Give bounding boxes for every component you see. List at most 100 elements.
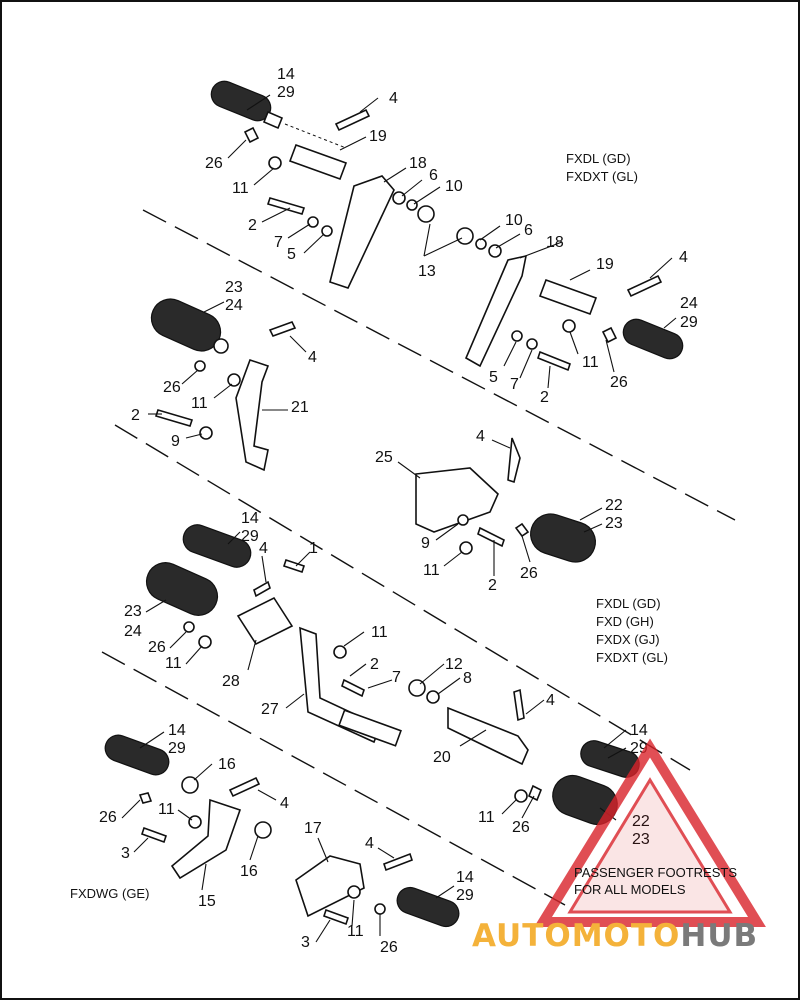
footpeg-assembly-section2-right xyxy=(415,437,596,563)
callout-number: 26 xyxy=(163,379,181,396)
model-label: FXDL (GD) xyxy=(566,151,631,166)
callout-number: 13 xyxy=(418,263,436,280)
callout-number: 22 xyxy=(632,813,650,830)
callout-number: 2 xyxy=(540,389,549,406)
callout-number: 4 xyxy=(365,835,374,852)
triangle-logo-outer xyxy=(534,738,766,927)
callout-number: 2 xyxy=(488,577,497,594)
bolt-part xyxy=(341,678,365,698)
callout-number: 16 xyxy=(240,863,258,880)
callout-number: 29 xyxy=(277,84,295,101)
callout-number: 25 xyxy=(375,449,393,466)
footpeg-part xyxy=(396,886,460,928)
triangle-logo-inner xyxy=(567,777,733,914)
callout-number: 2 xyxy=(370,656,379,673)
washer-part xyxy=(488,244,502,258)
clip-part xyxy=(601,326,618,344)
model-label: FXD (GH) xyxy=(596,614,654,629)
nut-part xyxy=(459,541,473,555)
callout-number: 14 xyxy=(241,510,259,527)
section-divider xyxy=(114,424,691,771)
callout-number: 26 xyxy=(99,809,117,826)
clip-part xyxy=(183,621,195,633)
callout-number: 26 xyxy=(520,565,538,582)
bolt-part xyxy=(140,826,168,844)
footpeg-assembly-section4 xyxy=(104,734,460,928)
callout-number: 24 xyxy=(225,297,243,314)
model-label: FXDWG (GE) xyxy=(70,886,149,901)
callout-numbers: 14 29 4 19 18 6 10 26 11 2 7 5 13 10 6 1… xyxy=(99,66,698,956)
clip-part xyxy=(374,903,386,915)
bolt-part xyxy=(537,350,571,372)
watermark-part-2: HUB xyxy=(680,918,758,954)
callout-number: 29 xyxy=(680,314,698,331)
footpeg-part xyxy=(622,318,684,360)
callout-number: 24 xyxy=(124,623,142,640)
caption-line-1: PASSENGER FOOTRESTS xyxy=(574,865,737,880)
callout-number: 4 xyxy=(308,349,317,366)
callout-number: 23 xyxy=(225,279,243,296)
washer-part xyxy=(199,426,213,440)
footpeg-part xyxy=(145,562,219,616)
model-label: FXDXT (GL) xyxy=(566,169,638,184)
callout-number: 8 xyxy=(463,670,472,687)
callout-number: 4 xyxy=(476,428,485,445)
callout-number: 26 xyxy=(380,939,398,956)
callout-number: 26 xyxy=(148,639,166,656)
bracket-part xyxy=(236,596,294,646)
callout-number: 7 xyxy=(510,376,519,393)
footpeg-part xyxy=(182,524,252,568)
pivot-part xyxy=(181,776,199,794)
callout-number: 19 xyxy=(369,128,387,145)
bolt-part xyxy=(626,274,663,298)
callout-number: 7 xyxy=(274,234,283,251)
nut-part xyxy=(198,635,212,649)
callout-number: 3 xyxy=(301,934,310,951)
washer-part xyxy=(426,690,440,704)
washer-part xyxy=(526,338,538,350)
nut-part xyxy=(347,885,361,899)
callout-number: 4 xyxy=(259,540,268,557)
clip-part xyxy=(514,522,530,538)
mount-block xyxy=(288,143,348,181)
clip-part xyxy=(243,126,260,144)
shaft-part xyxy=(338,709,402,747)
footpeg-clevis xyxy=(262,110,284,130)
bolt-part xyxy=(322,908,350,926)
bolt-part xyxy=(513,688,525,722)
callout-number: 19 xyxy=(596,256,614,273)
callout-number: 23 xyxy=(632,831,650,848)
callout-number: 29 xyxy=(168,740,186,757)
bracket-part xyxy=(329,175,395,289)
callout-number: 11 xyxy=(582,354,599,371)
bolt-part xyxy=(507,437,521,484)
callout-number: 1 xyxy=(309,540,318,557)
callout-number: 7 xyxy=(392,669,401,686)
section-divider xyxy=(101,651,566,906)
callout-number: 26 xyxy=(512,819,530,836)
bolt-part xyxy=(253,580,271,598)
callout-number: 11 xyxy=(478,809,495,826)
callout-number: 11 xyxy=(191,395,208,412)
bolt-part xyxy=(477,526,505,548)
section-divider xyxy=(142,209,736,521)
callout-number: 14 xyxy=(168,722,186,739)
bolt-part xyxy=(268,321,297,337)
callout-number: 9 xyxy=(171,433,180,450)
footpeg-part xyxy=(104,734,170,776)
footpeg-assembly-top-left xyxy=(210,80,435,289)
callout-number: 20 xyxy=(433,749,451,766)
callout-number: 10 xyxy=(505,212,523,229)
washer-part xyxy=(406,199,418,211)
callout-number: 6 xyxy=(429,167,438,184)
callout-number: 2 xyxy=(248,217,257,234)
callout-number: 9 xyxy=(421,535,430,552)
callout-number: 18 xyxy=(546,234,564,251)
assembly-line xyxy=(284,123,347,149)
washer-part xyxy=(321,225,333,237)
washer-part xyxy=(475,238,487,250)
washer-part xyxy=(307,216,319,228)
callout-number: 5 xyxy=(489,369,498,386)
